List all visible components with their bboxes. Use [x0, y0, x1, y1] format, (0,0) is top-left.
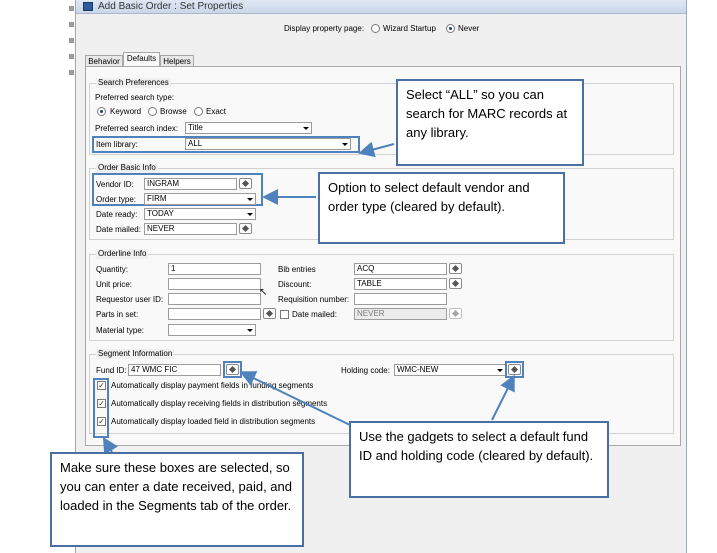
search-index-select[interactable]: Title: [185, 122, 312, 134]
date-mailed-checkbox[interactable]: [280, 310, 289, 319]
date-mailed-label: Date mailed:: [96, 225, 141, 234]
parts-in-set-label: Parts in set:: [96, 310, 139, 319]
requestor-field[interactable]: [168, 293, 261, 305]
item-library-label: Item library:: [96, 140, 138, 149]
bib-entries-gadget-icon[interactable]: [449, 263, 462, 274]
unit-price-label: Unit price:: [96, 280, 133, 289]
payment-fields-checkbox[interactable]: ✓: [97, 381, 106, 390]
orderline-info-group: [89, 254, 674, 341]
radio-browse[interactable]: [148, 107, 157, 116]
material-type-label: Material type:: [96, 326, 145, 335]
unit-price-field[interactable]: [168, 278, 261, 290]
search-preferences-group: [89, 83, 674, 155]
chevron-down-icon: [495, 366, 504, 374]
requestor-label: Requestor user ID:: [96, 295, 164, 304]
order-type-label: Order type:: [96, 195, 137, 204]
loaded-field-checkbox[interactable]: ✓: [97, 417, 106, 426]
app-icon: [83, 2, 93, 11]
radio-never-label: Never: [458, 24, 480, 33]
requisition-label: Requisition number:: [278, 295, 350, 304]
chevron-down-icon: [245, 195, 254, 203]
receiving-fields-checkbox[interactable]: ✓: [97, 399, 106, 408]
parts-in-set-field[interactable]: [168, 308, 261, 320]
search-index-value: Title: [188, 123, 203, 132]
arrow-to-fund-gadget: [239, 371, 351, 426]
receiving-fields-label: Automatically display receiving fields i…: [111, 399, 328, 408]
radio-keyword-label: Keyword: [110, 107, 142, 116]
order-basic-info-title: Order Basic Info: [96, 163, 158, 173]
orderline-date-mailed-label: Date mailed:: [292, 310, 337, 319]
background-strip: [68, 0, 75, 130]
radio-browse-label: Browse: [160, 107, 187, 116]
search-index-label: Preferred search index:: [95, 124, 179, 133]
holding-code-value: WMC-NEW: [397, 365, 439, 374]
orderline-date-gadget-icon: [449, 308, 462, 319]
discount-label: Discount:: [278, 280, 312, 289]
holding-gadget-icon[interactable]: [508, 364, 521, 375]
holding-code-select[interactable]: WMC-NEW: [394, 364, 506, 376]
arrow-to-checkboxes: [102, 436, 119, 455]
highlight-checkboxes: [93, 378, 109, 438]
radio-never[interactable]: [446, 24, 455, 33]
discount-field[interactable]: TABLE: [354, 278, 447, 290]
chevron-down-icon: [301, 124, 310, 132]
radio-keyword[interactable]: [97, 107, 106, 116]
fund-id-field[interactable]: 47 WMC FIC: [128, 364, 221, 376]
search-type-label: Preferred search type:: [95, 93, 175, 102]
search-preferences-title: Search Preferences: [96, 78, 171, 88]
date-mailed-gadget-icon[interactable]: [239, 223, 252, 234]
date-mailed-field[interactable]: NEVER: [144, 223, 237, 235]
callout-checkboxes: Make sure these boxes are selected, so y…: [50, 452, 304, 547]
holding-code-label: Holding code:: [341, 366, 390, 375]
tab-behavior[interactable]: Behavior: [85, 55, 123, 67]
orderline-info-title: Orderline Info: [96, 249, 149, 259]
quantity-label: Quantity:: [96, 265, 129, 274]
arrow-to-holding-gadget: [491, 374, 515, 421]
discount-gadget-icon[interactable]: [449, 278, 462, 289]
item-library-select[interactable]: ALL: [185, 138, 351, 150]
chevron-down-icon: [245, 326, 254, 334]
vendor-gadget-icon[interactable]: [239, 178, 252, 189]
window-title: Add Basic Order : Set Properties: [98, 1, 244, 12]
parts-gadget-icon[interactable]: [263, 308, 276, 319]
material-type-select[interactable]: [168, 324, 256, 336]
payment-fields-label: Automatically display payment fields in …: [111, 381, 314, 390]
highlight-fund-gadget: [223, 361, 242, 378]
loaded-field-label: Automatically display loaded field in di…: [111, 417, 316, 426]
title-bar: Add Basic Order : Set Properties: [76, 0, 686, 14]
tab-helpers[interactable]: Helpers: [160, 55, 194, 67]
fund-id-label: Fund ID:: [96, 366, 127, 375]
radio-exact-label: Exact: [206, 107, 227, 116]
callout-vendor-order-type: Option to select default vendor and orde…: [318, 172, 565, 244]
radio-wizard-startup[interactable]: [371, 24, 380, 33]
date-ready-value: TODAY: [147, 209, 174, 218]
bib-entries-field[interactable]: ACQ: [354, 263, 447, 275]
vendor-id-label: Vendor ID:: [96, 180, 134, 189]
vendor-id-field[interactable]: INGRAM: [144, 178, 237, 190]
callout-gadgets: Use the gadgets to select a default fund…: [349, 421, 609, 498]
date-ready-label: Date ready:: [96, 210, 138, 219]
mouse-cursor-icon: ↖: [259, 287, 268, 298]
segment-information-title: Segment Information: [96, 349, 175, 359]
radio-wizard-startup-label: Wizard Startup: [383, 24, 436, 33]
fund-gadget-icon[interactable]: [226, 364, 239, 375]
arrow-to-item-library: [358, 141, 395, 158]
bib-entries-label: Bib entries: [278, 265, 316, 274]
orderline-date-mailed-field: NEVER: [354, 308, 447, 320]
chevron-down-icon: [340, 140, 349, 148]
item-library-value: ALL: [188, 139, 203, 148]
chevron-down-icon: [245, 210, 254, 218]
callout-select-all: Select “ALL” so you can search for MARC …: [396, 79, 584, 166]
quantity-field[interactable]: 1: [168, 263, 261, 275]
display-property-label: Display property page:: [284, 24, 365, 33]
order-type-value: FIRM: [147, 194, 167, 203]
order-type-select[interactable]: FIRM: [144, 193, 256, 205]
tab-defaults[interactable]: Defaults: [123, 52, 160, 67]
requisition-field[interactable]: [354, 293, 447, 305]
radio-exact[interactable]: [194, 107, 203, 116]
date-ready-select[interactable]: TODAY: [144, 208, 256, 220]
